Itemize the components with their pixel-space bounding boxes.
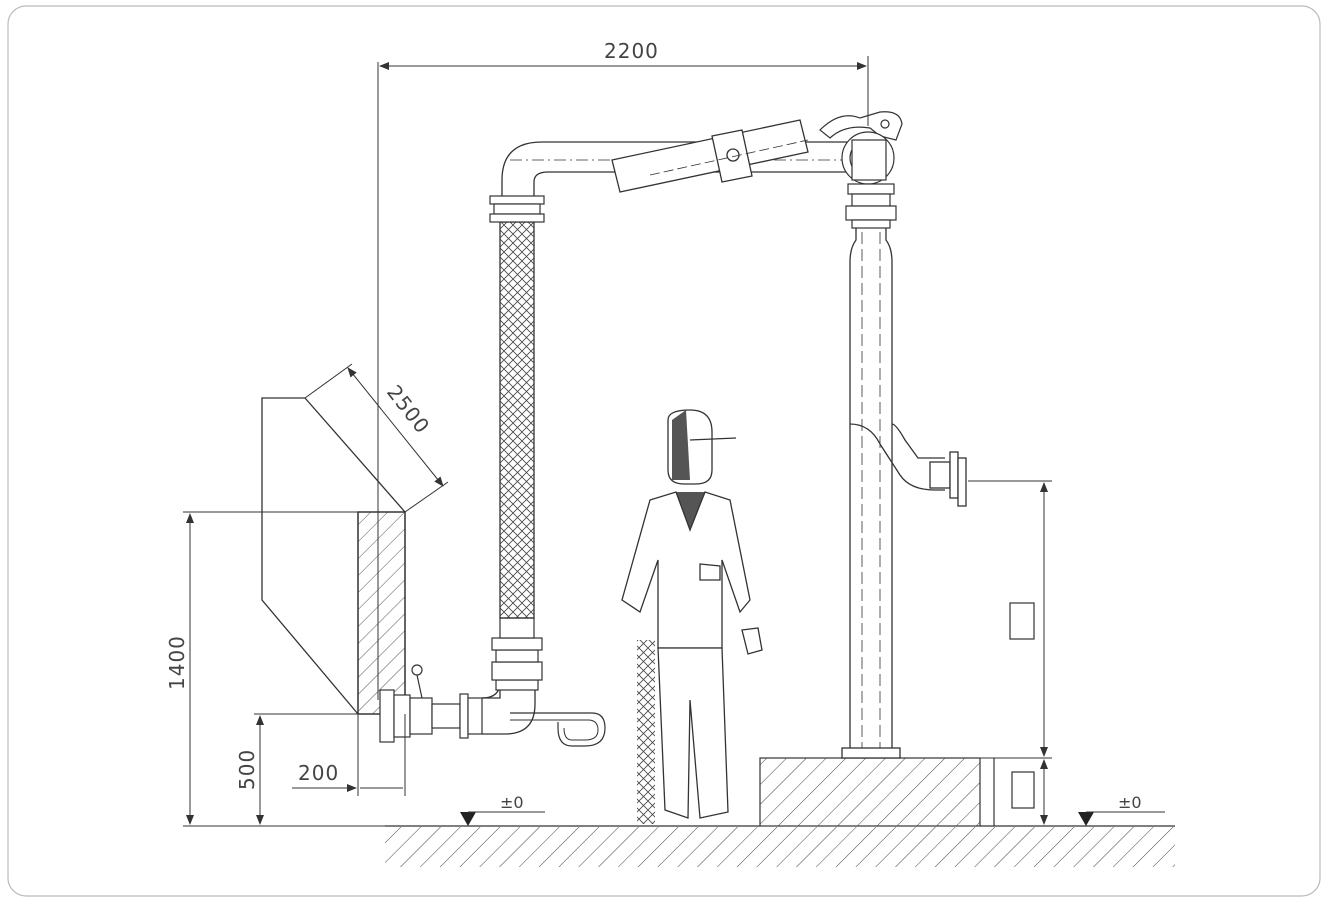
drain-loop [510,712,606,747]
dimension-text-connection-height: 1400 [165,635,189,690]
control-box-upper [1009,602,1035,640]
dimension-base-height: 500 [235,713,380,825]
level-text-left: ±0 [500,793,524,812]
dimension-inlet-height [968,480,1052,825]
hose-lower-flanges [491,617,543,691]
tank [261,397,406,715]
top-swivel [819,111,903,185]
riser-column [841,228,901,759]
level-marker-right: ±0 [1078,793,1165,826]
flexible-hose [499,221,535,619]
riser-flanges [845,183,897,229]
counterweight-cylinder [611,119,809,193]
control-box-lower [1011,771,1035,809]
level-marker-left: ±0 [460,793,545,826]
dimension-text-tank-width: 2500 [382,380,435,438]
page-frame [7,5,1321,897]
dimension-text-reach: 2200 [604,39,659,63]
base-platform [759,757,981,827]
level-text-right: ±0 [1118,793,1142,812]
inlet-branch [849,423,967,507]
operator-figure [621,409,763,824]
dimension-connection-height: 1400 [165,511,385,827]
coupler [379,664,483,743]
dimension-text-base-height: 500 [235,749,259,790]
dimension-text-offset: 200 [298,761,339,785]
hose-upper-flanges [489,195,545,223]
ground [385,825,1175,867]
dimension-offset: 200 [292,714,406,796]
